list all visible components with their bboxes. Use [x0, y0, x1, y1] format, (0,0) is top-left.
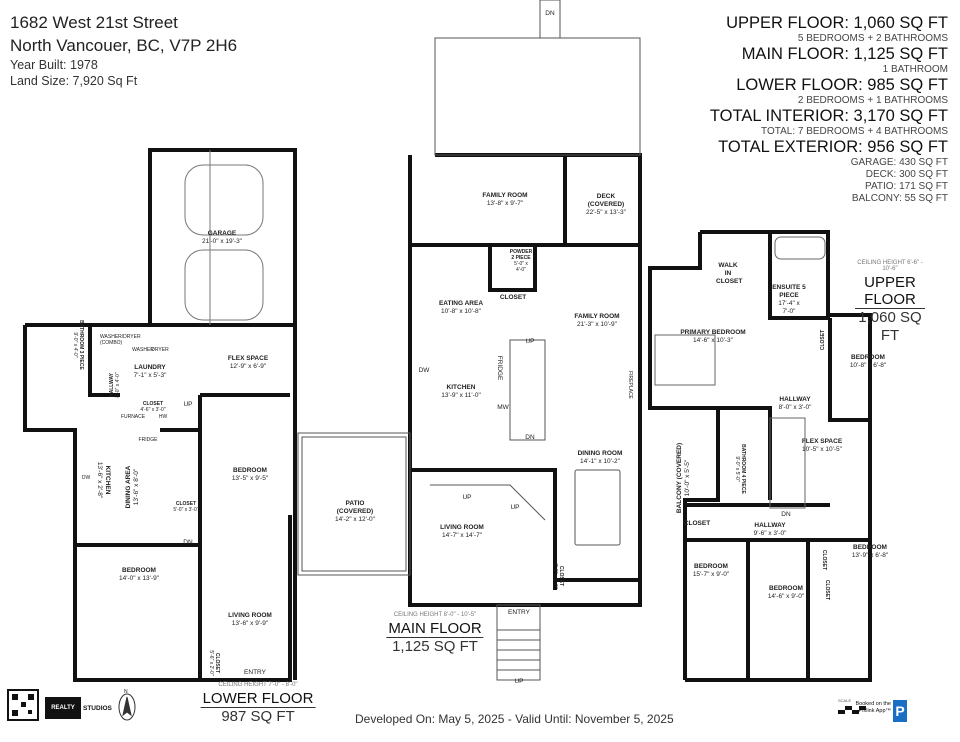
fixture-label: WASHER/DRYER (COMBO)	[100, 334, 141, 346]
stairs-up-label: UP	[510, 504, 520, 511]
lower-floor-walls	[23, 148, 297, 682]
lower-rooms: 2 BEDROOMS + 1 BATHROOMS	[797, 95, 948, 106]
fixture-label: DRYER	[151, 347, 169, 353]
garage-cars	[184, 150, 264, 325]
qr-code-icon	[7, 689, 39, 721]
fixture-label: FIREPLACE	[627, 371, 633, 399]
deck-outline	[297, 0, 641, 681]
stairs-down-label: DN	[781, 511, 791, 518]
room-label: CLOSET	[824, 579, 830, 601]
entry-label: ENTRY	[508, 609, 530, 616]
upper-fixtures	[654, 236, 826, 509]
room-label: CLOSET	[820, 329, 826, 351]
scale-label: SCALE	[838, 698, 852, 703]
realty-studios-wordmark: STUDIOS	[83, 705, 112, 712]
main-total: MAIN FLOOR: 1,125 SQ FT	[741, 45, 948, 63]
deck-area: DECK: 300 SQ FT	[865, 169, 948, 180]
lower-total: LOWER FLOOR: 985 SQ FT	[736, 76, 948, 94]
upper-rooms: 5 BEDROOMS + 2 BATHROOMS	[797, 33, 948, 44]
stairs-up-label: UP	[514, 678, 524, 685]
pixlink-badge: P	[893, 700, 907, 722]
room-label: CLOSET	[821, 549, 827, 571]
room-label: PATIO (COVERED)14'-2" x 12'-0"	[335, 500, 375, 523]
fixture-label: WASHER	[132, 347, 154, 353]
area-summary: UPPER FLOOR: 1,060 SQ FT 5 BEDROOMS + 2 …	[710, 14, 948, 205]
year-built: Year Built: 1978	[10, 58, 98, 72]
fixture-label: MW	[497, 404, 509, 411]
room-label: DECK (COVERED)22'-5" x 13'-3"	[586, 193, 626, 216]
validity-dates: Developed On: May 5, 2025 - Valid Until:…	[355, 712, 674, 726]
fixture-label: DW	[81, 475, 91, 481]
stairs-down-label: DN	[545, 10, 555, 17]
scale-bar-icon	[838, 706, 866, 714]
lower-floor-title: CEILING HEIGHT 7'-0" - 8'-0" LOWER FLOOR…	[200, 682, 316, 725]
balcony-area: BALCONY: 55 SQ FT	[851, 193, 948, 204]
stairs-up-label: UP	[525, 338, 535, 345]
stairs-up-label: UP	[183, 401, 193, 408]
room-label: WALK IN CLOSET	[716, 262, 743, 285]
stairs-down-label: DN	[183, 539, 193, 546]
fixture-label: DW	[418, 367, 430, 374]
garage-area: GARAGE: 430 SQ FT	[850, 157, 948, 168]
realty-studios-logo: REALTY	[45, 697, 81, 719]
upper-total: UPPER FLOOR: 1,060 SQ FT	[726, 14, 948, 32]
main-floor-title: CEILING HEIGHT 8'-0" - 10'-5" MAIN FLOOR…	[386, 612, 484, 655]
address-line-2: North Vancouer, BC, V7P 2H6	[10, 36, 238, 55]
fixture-label: FURNACE	[120, 414, 146, 420]
land-size: Land Size: 7,920 Sq Ft	[10, 74, 138, 88]
patio-area: PATIO: 171 SQ FT	[865, 181, 948, 192]
main-rooms: 1 BATHROOM	[882, 64, 948, 75]
stairs-down-label: DN	[525, 434, 535, 441]
stairs-up-label: UP	[462, 494, 472, 501]
entry-label: ENTRY	[244, 669, 266, 676]
address-line-1: 1682 West 21st Street	[10, 13, 178, 32]
interior-rooms: TOTAL: 7 BEDROOMS + 4 BATHROOMS	[761, 126, 948, 137]
room-label: BALCONY (COVERED)10'-0" x 5'-5"	[676, 442, 691, 514]
room-label: CLOSET	[683, 520, 711, 527]
upper-floor-walls	[648, 230, 872, 682]
fixture-label: FRIDGE	[496, 355, 503, 381]
compass-icon	[118, 693, 136, 721]
upper-floor-title: CEILING HEIGHT 6'-6" - 10'-6" UPPER FLOO…	[855, 260, 925, 345]
fixture-label: FRIDGE	[138, 437, 158, 443]
room-label: CLOSET	[499, 294, 527, 301]
interior-total: TOTAL INTERIOR: 3,170 SQ FT	[709, 107, 948, 125]
fixture-label: HW	[158, 414, 168, 420]
pixlink-text: Booked on the Pixlink App™	[855, 701, 891, 714]
exterior-total: TOTAL EXTERIOR: 956 SQ FT	[718, 138, 948, 156]
compass-north-label: N	[124, 689, 128, 695]
